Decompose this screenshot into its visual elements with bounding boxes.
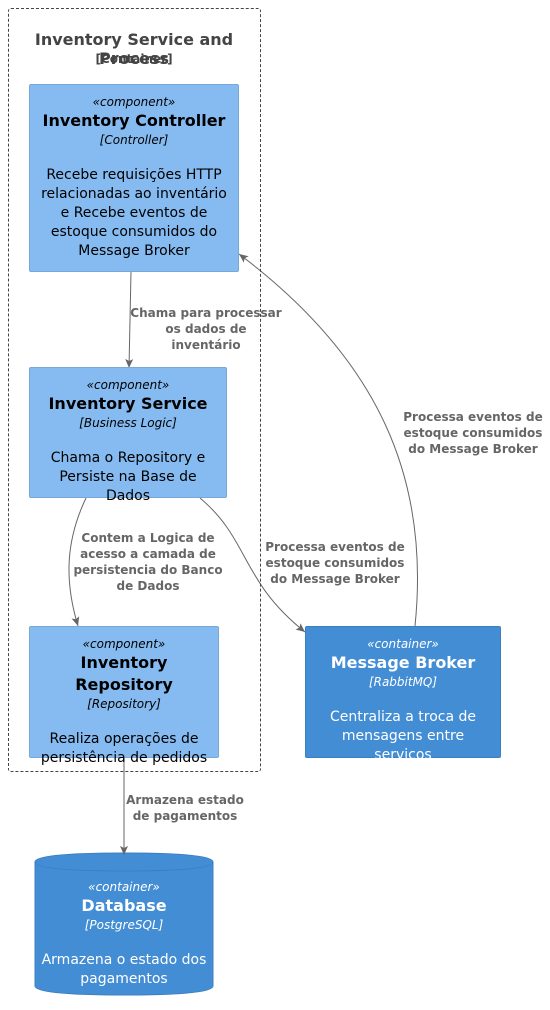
node-inventory-repository[interactable]: «component» Inventory Repository [Reposi…: [29, 626, 219, 766]
edge-label-service-broker: Processa eventos de estoque consumidos d…: [265, 540, 405, 586]
node-description: Armazena o estado dos pagamentos: [41, 952, 207, 987]
node-description: Centraliza a troca de mensagens entre se…: [329, 709, 476, 763]
edge-label-repository-database: Armazena estado de pagamentos: [126, 793, 244, 823]
node-tech: [RabbitMQ]: [368, 675, 438, 689]
edge-service-repository: [68, 497, 87, 627]
node-message-broker[interactable]: «container» Message Broker [RabbitMQ] Ce…: [305, 626, 501, 763]
edge-controller-service: [125, 271, 134, 369]
container-boundary: [8, 8, 261, 772]
database-cylinder: [34, 852, 214, 996]
node-title: Inventory Repository: [75, 653, 173, 694]
node-tech: [Controller]: [99, 133, 169, 147]
node-inventory-controller[interactable]: «component» Inventory Controller [Contro…: [29, 84, 239, 272]
boundary-title: Inventory Service and Process: [34, 30, 234, 68]
edge-service-broker: [199, 497, 306, 633]
stereotype: «container»: [88, 880, 160, 894]
node-title: Inventory Controller: [42, 111, 226, 130]
node-tech: [Repository]: [87, 697, 161, 711]
edge-broker-controller: [238, 253, 418, 627]
stereotype: «component»: [86, 378, 170, 392]
node-description: Chama o Repository e Persiste na Base de…: [50, 450, 206, 504]
node-title: Inventory Service: [48, 394, 208, 413]
node-description: Realiza operações de persistência de ped…: [40, 731, 208, 766]
node-inventory-service[interactable]: «component» Inventory Service [Business …: [29, 367, 227, 504]
node-description: Recebe requisições HTTP relacionadas ao …: [41, 167, 227, 259]
node-tech: [Business Logic]: [79, 416, 177, 430]
stereotype: «container»: [367, 637, 439, 651]
node-title: Database: [81, 896, 167, 915]
boundary-type: [Container]: [95, 52, 173, 66]
node-title: Message Broker: [330, 653, 476, 672]
stereotype: «component»: [92, 95, 176, 109]
edge-label-broker-controller: Processa eventos de estoque consumidos d…: [403, 410, 543, 456]
edge-label-service-repository: Contem a Logica de acesso a camada de pe…: [73, 531, 223, 593]
node-tech: [PostgreSQL]: [84, 918, 164, 932]
node-database[interactable]: «container» Database [PostgreSQL] Armaze…: [35, 853, 213, 995]
stereotype: «component»: [82, 637, 166, 651]
edge-label-controller-service: Chama para processar os dados de inventá…: [130, 306, 282, 352]
